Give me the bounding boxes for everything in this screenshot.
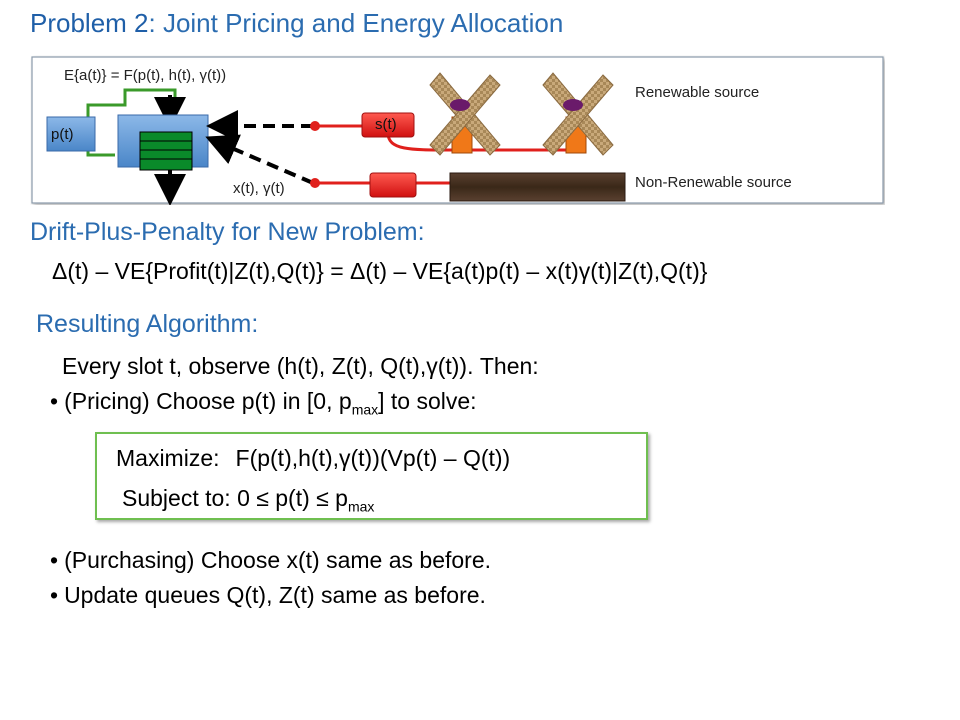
algorithm-heading: Resulting Algorithm: [36, 310, 259, 338]
queue-fill [139, 131, 193, 171]
pricing-prefix: (Pricing) Choose p(t) in [0, p [64, 388, 352, 414]
pricing-suffix: ] to solve: [378, 388, 477, 414]
title-rest: : Joint Pricing and Energy Allocation [148, 8, 564, 38]
nonrenewable-box [369, 172, 417, 198]
subject-line: Subject to: 0 ≤ p(t) ≤ pmax [122, 485, 374, 515]
renewable-label: Renewable source [635, 84, 759, 101]
maximize-label: Maximize: [116, 445, 220, 471]
s-label: s(t) [375, 116, 397, 133]
title-prefix: Problem 2 [30, 8, 149, 38]
maximize-line: Maximize: F(p(t),h(t),γ(t))(Vp(t) – Q(t)) [116, 445, 510, 472]
arrival-label: E{a(t)} = F(p(t), h(t), γ(t)) [64, 67, 226, 84]
drift-heading: Drift-Plus-Penalty for New Problem: [30, 218, 425, 246]
nonrenewable-label: Non-Renewable source [635, 174, 792, 191]
windmill-icon [429, 72, 501, 156]
pricing-sub: max [351, 401, 379, 418]
subject-sub: max [347, 498, 375, 515]
price-line [86, 150, 115, 157]
maximize-expr: F(p(t),h(t),γ(t))(Vp(t) – Q(t)) [235, 445, 511, 471]
price-label: p(t) [51, 126, 74, 143]
page-title: Problem 2: Joint Pricing and Energy Allo… [30, 8, 563, 39]
purchasing-step: (Purchasing) Choose x(t) same as before. [50, 547, 491, 574]
s-box [361, 112, 415, 138]
log-icon [449, 172, 626, 202]
pricing-step: (Pricing) Choose p(t) in [0, pmax] to so… [50, 388, 477, 418]
optimization-box [95, 432, 648, 520]
system-diagram: E{a(t)} = F(p(t), h(t), γ(t)) p(t) s(t) … [31, 56, 884, 205]
drift-equation: Δ(t) – VE{Profit(t)|Z(t),Q(t)} = Δ(t) – … [52, 258, 708, 284]
algorithm-intro: Every slot t, observe (h(t), Z(t), Q(t),… [62, 353, 539, 379]
x-label: x(t), γ(t) [233, 180, 285, 197]
nonrenewable-dashed-arrow [205, 134, 314, 185]
renewable-line [386, 132, 575, 152]
update-step: Update queues Q(t), Z(t) same as before. [50, 582, 486, 609]
windmill-icon [542, 72, 614, 156]
subject-prefix: Subject to: 0 ≤ p(t) ≤ p [122, 485, 348, 511]
price-box [46, 116, 96, 152]
arrival-line [86, 88, 177, 127]
